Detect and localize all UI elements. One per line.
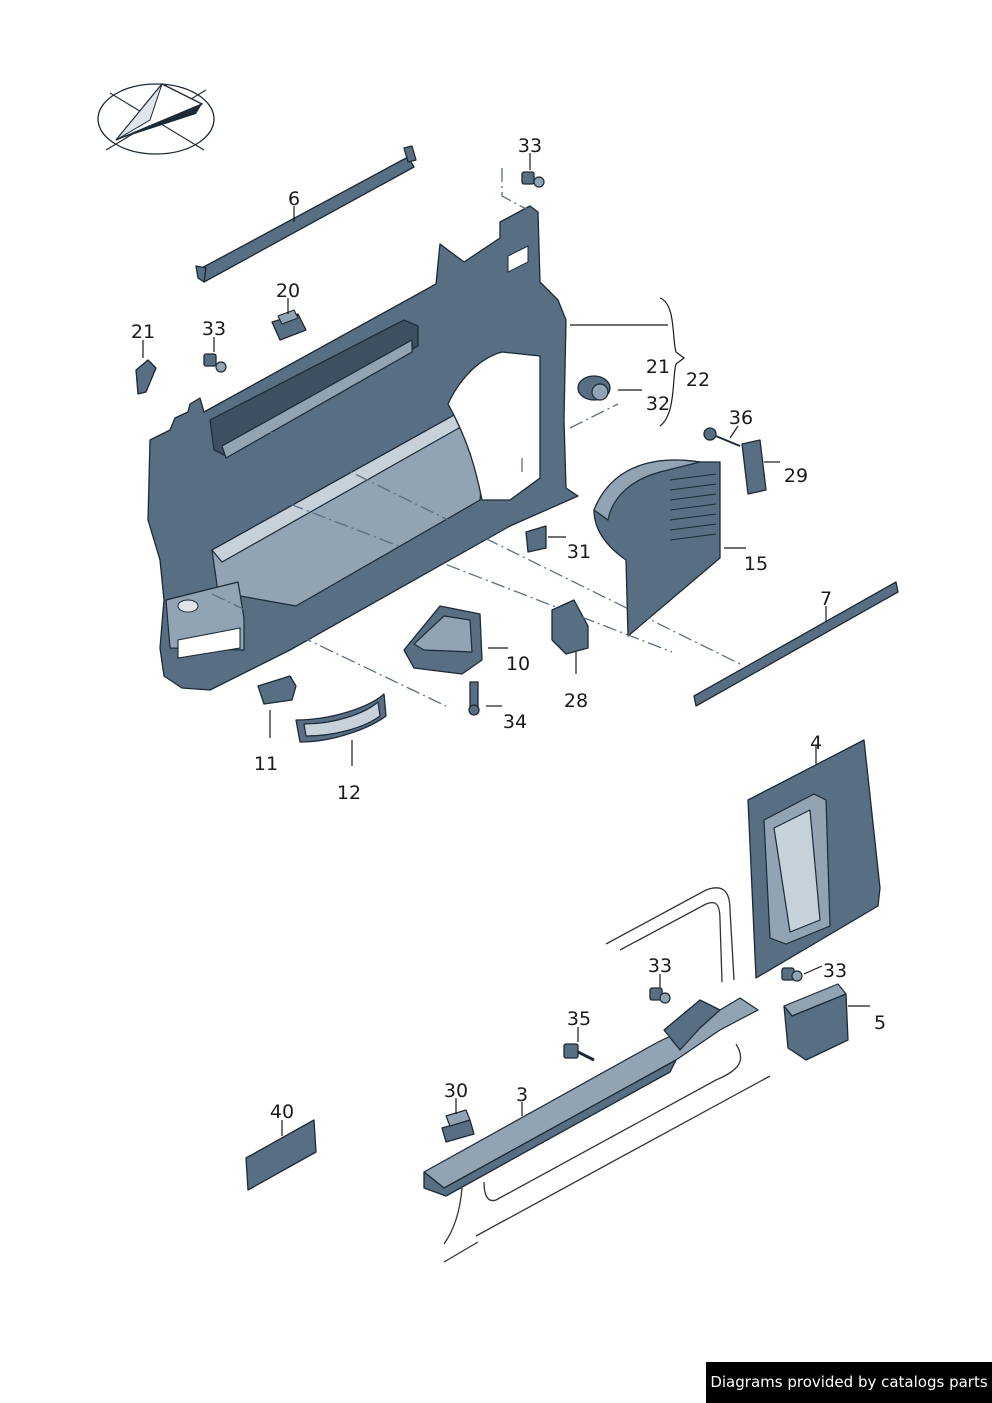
part-35-bolt[interactable] (563, 1043, 595, 1062)
part-30-clip[interactable] (441, 1109, 475, 1143)
part-7-lower-trim-strip[interactable] (693, 581, 899, 707)
part-20-clip[interactable] (271, 309, 307, 341)
callout-10: 10 (506, 653, 530, 675)
part-32-grommet[interactable] (577, 375, 611, 401)
callout-20: 20 (276, 280, 300, 302)
callout-29: 29 (784, 465, 808, 487)
part-36-screw[interactable] (703, 427, 741, 447)
part-5-bracket[interactable] (783, 983, 849, 1061)
callout-7: 7 (820, 588, 832, 610)
paper-plane-orientation-icon (97, 83, 215, 155)
callout-34: 34 (503, 711, 527, 733)
part-4-side-panel[interactable] (747, 739, 881, 979)
callout-33: 33 (648, 955, 672, 977)
part-21-small-trim-cap[interactable] (135, 359, 157, 395)
callout-3: 3 (516, 1084, 528, 1106)
callout-40: 40 (270, 1101, 294, 1123)
vehicle-body-outline (443, 887, 771, 1263)
part-31-clip[interactable] (525, 525, 547, 553)
part-28-bracket[interactable] (551, 599, 589, 655)
callout-5: 5 (874, 1012, 886, 1034)
callout-30: 30 (444, 1080, 468, 1102)
part-12-grille[interactable] (295, 693, 387, 743)
callout-11: 11 (254, 753, 278, 775)
callout-22: 22 (686, 369, 710, 391)
part-33-clip-lower-a[interactable] (649, 987, 671, 1004)
callout-leaders (142, 153, 870, 1136)
callout-33: 33 (823, 960, 847, 982)
callout-21: 21 (646, 356, 670, 378)
part-10-tray[interactable] (403, 605, 483, 675)
callout-33: 33 (518, 135, 542, 157)
callout-36: 36 (729, 407, 753, 429)
part-34-screw[interactable] (468, 681, 480, 716)
callout-6: 6 (288, 188, 300, 210)
callout-21: 21 (131, 321, 155, 343)
part-33-clip-top[interactable] (521, 171, 545, 188)
callout-35: 35 (567, 1008, 591, 1030)
part-11-cover-cap[interactable] (257, 675, 297, 705)
callout-12: 12 (337, 782, 361, 804)
part-33-clip-lower-b[interactable] (781, 967, 803, 982)
part-29-bracket[interactable] (741, 439, 767, 495)
part-21-side-trim-panel[interactable] (147, 205, 579, 691)
callout-33: 33 (202, 318, 226, 340)
callout-32: 32 (646, 393, 670, 415)
callout-4: 4 (810, 732, 822, 754)
callout-28: 28 (564, 690, 588, 712)
part-15-side-cover[interactable] (593, 459, 721, 637)
callout-15: 15 (744, 553, 768, 575)
part-40-pad[interactable] (245, 1119, 317, 1191)
part-6-upper-trim-strip[interactable] (195, 145, 417, 283)
part-33-clip-left[interactable] (203, 353, 227, 373)
part-3-sill-trim[interactable] (423, 997, 759, 1197)
callout-31: 31 (567, 541, 591, 563)
diagram-credit-banner: Diagrams provided by catalogs parts (706, 1362, 992, 1403)
callout-labels: 33 6 20 21 33 21 22 32 36 29 31 15 7 10 … (131, 135, 886, 1123)
